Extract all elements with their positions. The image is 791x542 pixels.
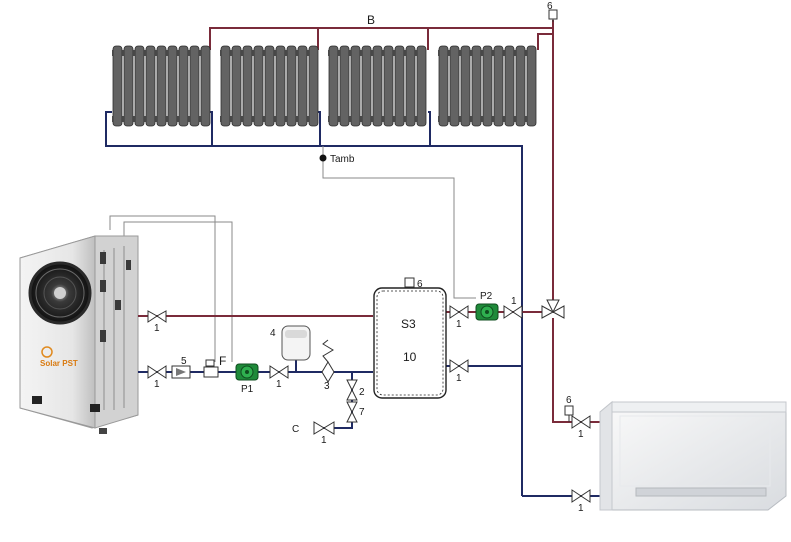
expansion-vessel <box>281 325 311 361</box>
drain-valve <box>346 401 358 423</box>
tank-sensor-num: 6 <box>417 279 423 290</box>
valve-num-1: 1 <box>154 323 160 334</box>
heat-pump-unit: Solar PST <box>19 235 139 434</box>
heat-pump-logo: Solar PST <box>40 346 78 368</box>
valve-num-2: 1 <box>154 379 160 390</box>
storage-tank <box>373 277 447 399</box>
three-way-valve <box>541 299 565 319</box>
radiator-return-pipes <box>105 111 523 496</box>
radiator-2 <box>219 45 319 127</box>
radiator-3 <box>327 45 427 127</box>
cold-water-valve <box>313 421 335 435</box>
tank-inner-num: 10 <box>403 350 417 364</box>
safety-valve <box>321 339 335 383</box>
valve-num-5: 1 <box>511 296 517 307</box>
fill-valve-num: 2 <box>359 387 365 398</box>
supply-line-label: B <box>367 13 375 27</box>
radiator-4 <box>437 45 537 127</box>
heat-pump-brand: Solar PST <box>40 359 78 368</box>
fan-coil-air-vent <box>564 405 574 422</box>
valve-num-8: 1 <box>578 503 584 514</box>
cold-water-valve-num: 1 <box>321 435 327 446</box>
pump-p1-label: P1 <box>241 384 254 395</box>
valve-num-7: 1 <box>578 429 584 440</box>
valve-num-6: 1 <box>456 373 462 384</box>
pump-p1 <box>235 363 259 381</box>
ambient-sensor-label: Tamb <box>330 154 355 165</box>
valve-num-4: 1 <box>456 319 462 330</box>
signal-wires <box>109 160 476 362</box>
drain-valve-num: 7 <box>359 407 365 418</box>
filter-label: F <box>219 354 226 368</box>
radiator-1 <box>112 45 211 127</box>
fan-coil-unit <box>599 400 787 511</box>
valve-num-3: 1 <box>276 379 282 390</box>
pump-p2-label: P2 <box>480 291 493 302</box>
fancoil-flow-pipe <box>552 318 600 423</box>
safety-valve-num: 3 <box>324 381 330 392</box>
expansion-vessel-num: 4 <box>270 328 276 339</box>
check-valve <box>171 365 191 379</box>
cold-water-label: C <box>292 424 299 435</box>
fill-valve <box>346 379 358 401</box>
radiator-flow-pipes <box>209 20 554 310</box>
pump-p2 <box>475 303 499 321</box>
check-valve-num: 5 <box>181 356 187 367</box>
ambient-sensor <box>319 146 327 162</box>
filter <box>203 359 219 378</box>
fan-coil-air-vent-num: 6 <box>566 395 572 406</box>
ball-valves <box>147 305 591 503</box>
air-vent-top-num: 6 <box>547 1 553 12</box>
air-vent-top <box>548 9 558 22</box>
tank-label: S3 <box>401 317 416 331</box>
